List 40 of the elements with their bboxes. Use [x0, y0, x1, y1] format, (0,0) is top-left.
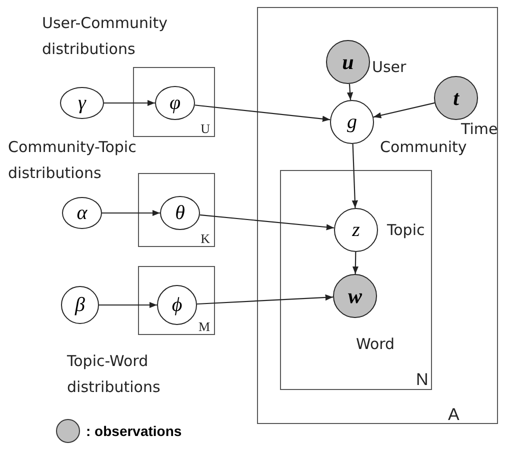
- variable-circle: z: [334, 208, 378, 252]
- plate-label: M: [198, 320, 210, 333]
- arrow: [99, 302, 157, 308]
- arrow: [200, 214, 334, 230]
- arrow: [194, 104, 330, 122]
- arrow: [352, 144, 358, 208]
- variable-circle: g: [330, 100, 374, 144]
- variable-label: User: [372, 57, 406, 78]
- plate-label: K: [200, 232, 210, 245]
- variable-circle: φ: [155, 86, 195, 120]
- arrow: [352, 252, 359, 274]
- arrow: [346, 84, 354, 100]
- variable-label: Word: [356, 334, 395, 355]
- plate-label: A: [448, 406, 460, 423]
- plate-box: [138, 173, 215, 247]
- arrow: [102, 210, 160, 216]
- plate-box: [257, 7, 498, 424]
- arrow: [104, 100, 155, 106]
- variable-circle: β: [61, 286, 99, 324]
- plate-box: [133, 67, 215, 137]
- variable-label: Time: [461, 119, 498, 140]
- observed-variable-circle: t: [434, 76, 478, 120]
- variable-circle: α: [62, 197, 102, 229]
- plate-label: N: [416, 371, 428, 388]
- variable-circle: ϕ: [157, 285, 197, 325]
- distribution-label: User-Community distributions: [42, 13, 168, 60]
- variable-circle: γ: [60, 87, 104, 119]
- variable-label: Topic: [387, 220, 425, 241]
- plate-box: [280, 170, 432, 390]
- variable-circle: θ: [160, 196, 200, 230]
- distribution-label: Community-Topic distributions: [8, 137, 138, 184]
- variable-label: Community: [380, 137, 467, 158]
- observed-variable-circle: w: [333, 274, 377, 318]
- legend-text: : observations: [86, 423, 182, 439]
- plate-label: U: [200, 122, 210, 135]
- observed-variable-circle: u: [326, 40, 370, 84]
- plate-box: [138, 266, 215, 335]
- arrow: [196, 294, 334, 305]
- arrow: [373, 102, 435, 118]
- distribution-label: Topic-Word distributions: [67, 351, 162, 398]
